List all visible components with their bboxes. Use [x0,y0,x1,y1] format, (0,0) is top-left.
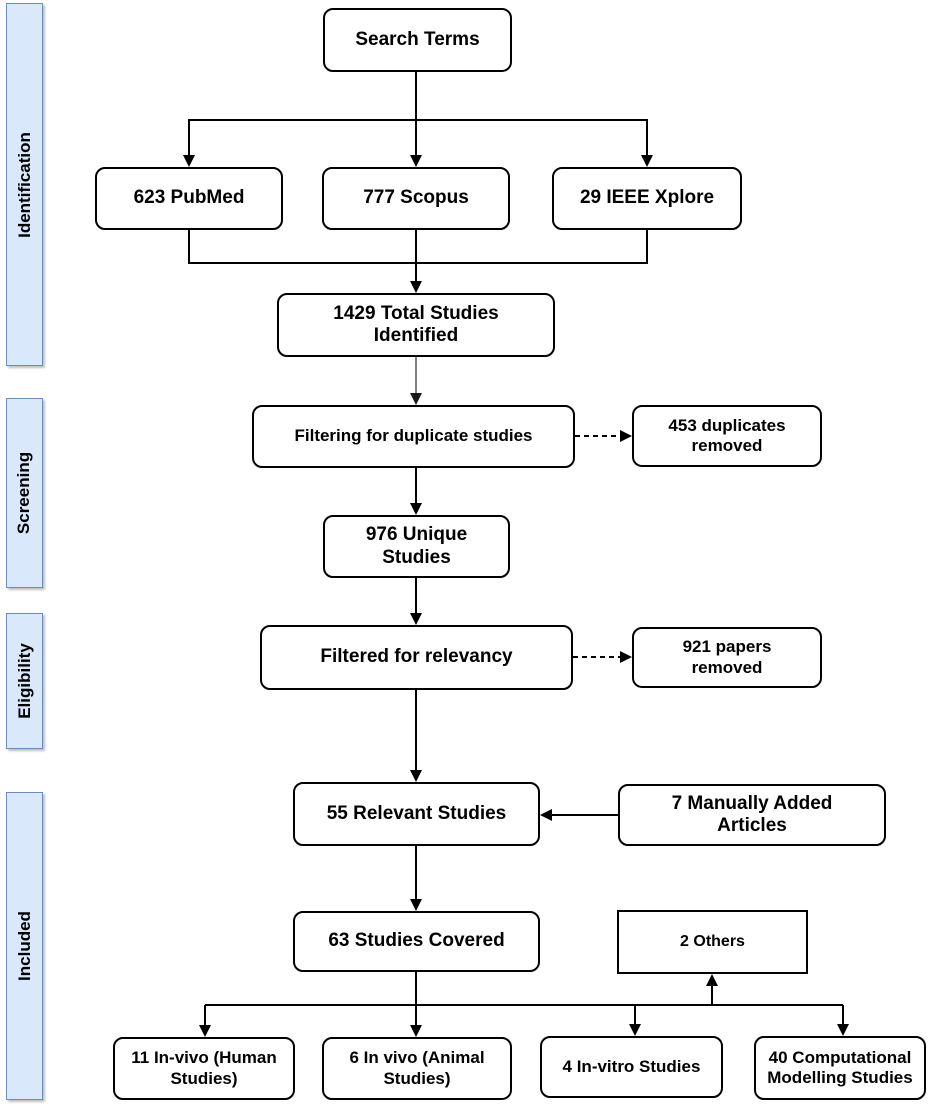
node-invivo-human: 11 In-vivo (Human Studies) [113,1037,295,1100]
node-invivo-animal: 6 In vivo (Animal Studies) [322,1037,512,1100]
node-scopus: 777 Scopus [322,167,510,230]
node-pubmed: 623 PubMed [95,167,283,230]
stage-included-label: Included [14,911,34,981]
node-unique-studies: 976 Unique Studies [323,515,510,578]
node-relevancy-filtering: Filtered for relevancy [260,625,573,690]
node-invitro: 4 In-vitro Studies [540,1036,723,1098]
stage-identification-label: Identification [14,131,34,238]
stage-identification: Identification [6,3,43,366]
node-studies-covered: 63 Studies Covered [293,911,540,972]
node-manually-added: 7 Manually Added Articles [618,784,886,846]
stage-eligibility: Eligibility [6,613,43,749]
node-duplicates-removed: 453 duplicates removed [632,405,822,467]
node-duplicate-filtering: Filtering for duplicate studies [252,405,575,468]
node-relevant-studies: 55 Relevant Studies [293,782,540,846]
node-ieee-xplore: 29 IEEE Xplore [552,167,742,230]
stage-eligibility-label: Eligibility [14,643,34,719]
stage-included: Included [6,792,43,1100]
node-others: 2 Others [617,910,808,974]
node-computational: 40 Computational Modelling Studies [754,1036,926,1100]
node-total-identified: 1429 Total Studies Identified [277,293,555,357]
node-search-terms: Search Terms [323,8,512,72]
stage-screening-label: Screening [14,451,34,535]
stage-screening: Screening [6,398,43,588]
node-papers-removed: 921 papers removed [632,627,822,688]
